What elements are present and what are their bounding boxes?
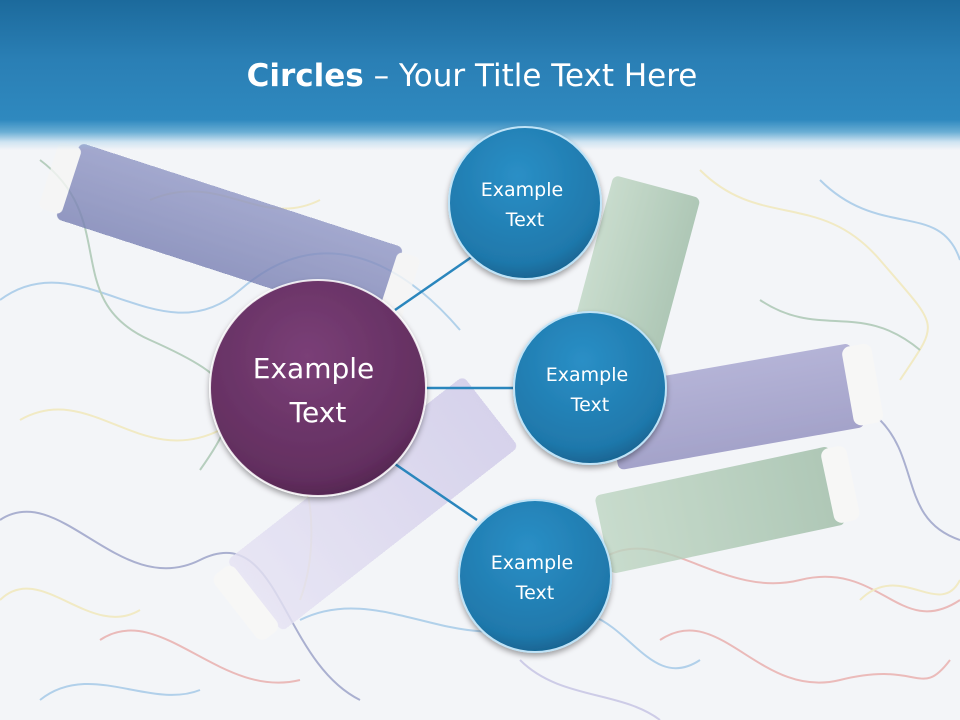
slide-title: Circles – Your Title Text Here [0,52,944,100]
center-node-label: Example Text [253,352,383,429]
satellite-circle-2 [513,311,667,465]
header-band [0,0,960,150]
satellite-node-2[interactable]: Example Text [513,311,667,465]
connector-line-1 [394,252,477,312]
slide-title-rest: Your Title Text Here [398,58,698,94]
satellite-circle-1 [448,126,602,280]
satellite-node-3[interactable]: Example Text [458,499,612,653]
satellite-node-2-label: Example Text [546,364,634,416]
slide-title-separator: – [363,58,399,94]
center-node[interactable]: Example Text [209,279,427,497]
satellite-node-1[interactable]: Example Text [448,126,602,280]
satellite-node-3-label: Example Text [491,552,579,604]
connectors [394,252,514,522]
slide-title-bold: Circles [246,58,364,94]
satellite-node-1-label: Example Text [481,179,569,231]
connector-line-3 [394,462,478,522]
center-circle [209,279,427,497]
satellite-circle-3 [458,499,612,653]
